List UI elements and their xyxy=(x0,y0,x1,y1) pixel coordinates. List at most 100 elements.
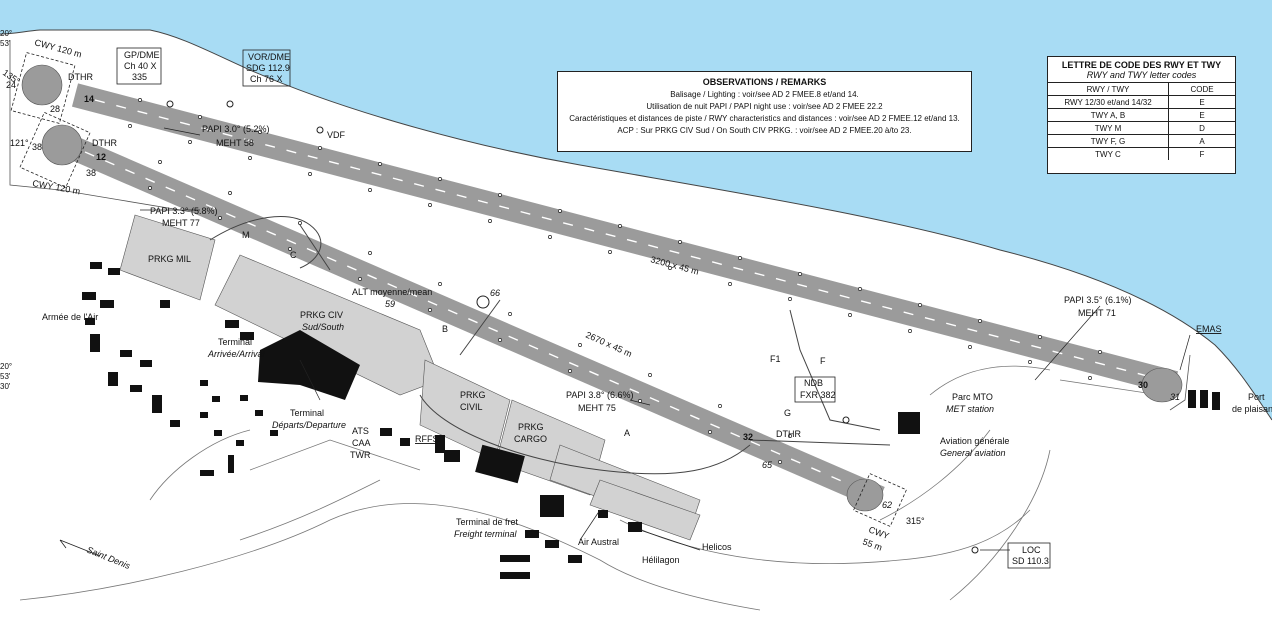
coastline xyxy=(0,29,1272,421)
vor-dme-symbol xyxy=(226,100,234,108)
terminal-arr-line2: Arrivée/Arrival xyxy=(207,349,266,359)
freight-line2: Freight terminal xyxy=(454,529,518,539)
dthr-32-label: DTHR xyxy=(776,429,801,439)
code-letter-table: LETTRE DE CODE DES RWY ET TWY RWY and TW… xyxy=(1047,56,1236,174)
ndb-line2: FXR 382 xyxy=(800,390,836,400)
thr-32-label: 32 xyxy=(743,432,753,442)
runway-edge-lights xyxy=(128,98,1102,464)
dthr-12-label: DTHR xyxy=(92,138,117,148)
header-cell: CODE xyxy=(1168,82,1235,96)
table-row: TWY A, B E xyxy=(1048,108,1235,122)
cwy-left-label: CWY 120 m xyxy=(32,178,81,196)
ndb-line1: NDB xyxy=(804,378,823,388)
loc-line2: SD 110.3 xyxy=(1012,556,1049,566)
lat-top-2: 53' xyxy=(0,39,11,48)
code-table-subtitle: RWY and TWY letter codes xyxy=(1086,70,1197,80)
ndb-symbol xyxy=(842,416,850,424)
gp-dme-line3: 335 xyxy=(132,72,147,82)
lat-mid-1: 20° xyxy=(0,362,12,371)
n62-label: 62 xyxy=(882,500,892,510)
twy-m-label: M xyxy=(242,230,250,240)
papi-14-line1: PAPI 3.0° (5.2%) xyxy=(202,124,269,134)
prkg-cargo-line1: PRKG xyxy=(518,422,544,432)
papi-32-line2: MEHT 75 xyxy=(578,403,616,413)
n38a-label: 38 xyxy=(32,142,42,152)
observation-line: ACP : Sur PRKG CIV Sud / On South CIV PR… xyxy=(617,126,912,135)
gp-dme-box xyxy=(116,47,162,85)
prkg-mil-label: PRKG MIL xyxy=(148,254,191,264)
gp-dme-symbol xyxy=(166,100,174,108)
intersection-symbol xyxy=(476,295,490,309)
lat-mid-2: 53' xyxy=(0,372,11,381)
observation-line: Balisage / Lighting : voir/see AD 2 FMEE… xyxy=(670,90,859,99)
twy-c-label: C xyxy=(290,250,297,260)
saint-denis-label: Saint Denis xyxy=(85,545,132,572)
apron-civ-south xyxy=(214,254,441,396)
table-cell: RWY 12/30 et/and 14/32 xyxy=(1048,95,1169,109)
terminal-dep-line1: Terminal xyxy=(290,408,324,418)
papi-32-line1: PAPI 3.8° (6.6%) xyxy=(566,390,633,400)
twy-f-label: F xyxy=(820,356,826,366)
loc-box xyxy=(1007,542,1051,569)
table-cell: TWY C xyxy=(1048,147,1169,160)
port-line2: de plaisance xyxy=(1232,404,1272,414)
ndb-box xyxy=(794,376,836,403)
table-row: TWY M D xyxy=(1048,121,1235,135)
code-table-title: LETTRE DE CODE DES RWY ET TWY xyxy=(1061,60,1222,70)
code-table: RWY / TWY CODE RWY 12/30 et/and 14/32 E … xyxy=(1048,82,1235,160)
heading-315-label: 315° xyxy=(906,516,925,526)
thr-30-label: 30 xyxy=(1138,380,1148,390)
n66-label: 66 xyxy=(490,288,500,298)
thr-14-label: 14 xyxy=(84,94,94,104)
papi-30-line2: MEHT 71 xyxy=(1078,308,1116,318)
terminal-building xyxy=(258,330,360,400)
vdf-label: VDF xyxy=(327,130,346,140)
air-austral-label: Air Austral xyxy=(578,537,619,547)
observation-line: Utilisation de nuit PAPI / PAPI night us… xyxy=(646,102,883,111)
vor-dme-box xyxy=(242,49,291,87)
clearways xyxy=(10,52,907,527)
table-row: TWY F, G A xyxy=(1048,134,1235,148)
lat-mid-3: 30' xyxy=(0,382,11,391)
n24-label: 24 xyxy=(6,80,16,90)
observations-title: OBSERVATIONS / REMARKS xyxy=(702,77,827,87)
leader-lines xyxy=(140,127,1191,551)
gp-dme-line2: Ch 40 X xyxy=(124,61,157,71)
n28-label: 28 xyxy=(50,104,60,114)
thr-12-label: 12 xyxy=(96,152,106,162)
n38b-label: 38 xyxy=(86,168,96,178)
table-header-row: RWY / TWY CODE xyxy=(1048,82,1235,96)
papi-12-line2: MEHT 77 xyxy=(162,218,200,228)
boundary-east xyxy=(1169,354,1191,411)
papi-30-line1: PAPI 3.5° (6.1%) xyxy=(1064,295,1131,305)
port-line1: Port xyxy=(1248,392,1265,402)
papi-14-line2: MEHT 58 xyxy=(216,138,254,148)
table-cell: TWY M xyxy=(1048,121,1169,135)
aviation-line2: General aviation xyxy=(940,448,1006,458)
prkg-cargo-line2: CARGO xyxy=(514,434,547,444)
twy-f1-label: F1 xyxy=(770,354,781,364)
saint-denis-arrow xyxy=(59,539,101,557)
table-row: TWY C F xyxy=(1048,147,1235,160)
twr-label: TWR xyxy=(350,450,371,460)
terminal-arr-line1: Terminal xyxy=(218,337,252,347)
runway-12-30 xyxy=(71,83,1179,395)
freight-line1: Terminal de fret xyxy=(456,517,519,527)
prkg-civ-line1: PRKG CIV xyxy=(300,310,343,320)
parc-mto-line1: Parc MTO xyxy=(952,392,993,402)
buildings xyxy=(82,262,1220,579)
heliiagon-label: Hélilagon xyxy=(642,555,680,565)
armee-label: Armée de l'Air xyxy=(42,312,98,322)
header-cell: RWY / TWY xyxy=(1048,82,1169,96)
loc-line1: LOC xyxy=(1022,545,1041,555)
aviation-line1: Aviation générale xyxy=(940,436,1009,446)
n65-label: 65 xyxy=(762,460,773,470)
n31-label: 31 xyxy=(1170,392,1180,402)
table-cell: A xyxy=(1168,134,1235,148)
table-row: RWY 12/30 et/and 14/32 E xyxy=(1048,95,1235,109)
prkg-civil-line1: PRKG xyxy=(460,390,486,400)
papi-12-line1: PAPI 3.3° (5.8%) xyxy=(150,206,217,216)
vor-dme-line3: Ch 76 X xyxy=(250,74,283,84)
navaid-symbols xyxy=(166,100,979,554)
parc-mto-line2: MET station xyxy=(946,404,994,414)
